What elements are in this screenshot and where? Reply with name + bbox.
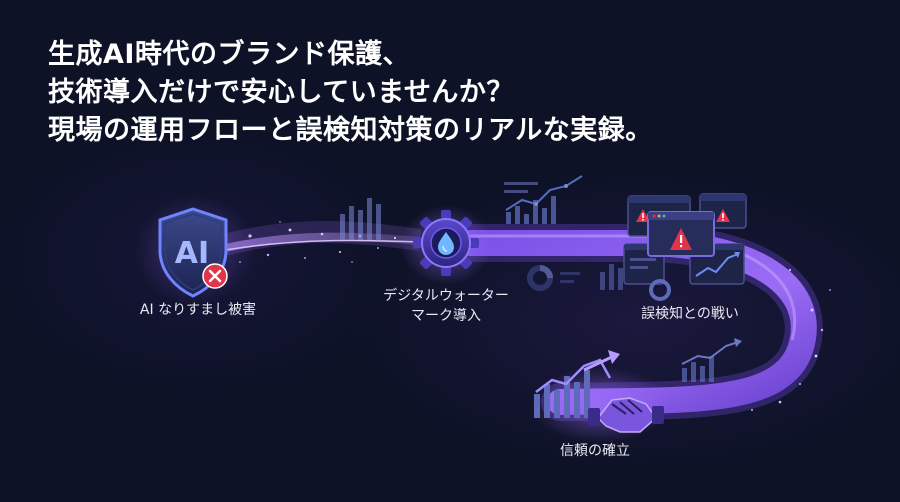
alert-windows-icon [623,193,747,301]
gear-droplet-icon [400,205,492,285]
headline: 生成AI時代のブランド保護、 技術導入だけで安心していませんか？ 現場の運用フロ… [48,36,653,150]
handshake-growth-icon [530,350,670,443]
label-trust: 信頼の確立 [540,441,650,461]
svg-text:AI: AI [175,236,209,271]
growth-chart-right [681,338,742,382]
bar-chart-right [600,264,623,290]
shield-ai-x-icon: AI [135,195,255,305]
headline-line-1: 生成AI時代のブランド保護、 [48,39,410,70]
bar-chart-left [340,198,381,240]
label-impersonation-text: AI なりすまし被害 [139,302,257,318]
headline-line-2: 技術導入だけで安心していませんか？ [48,77,514,108]
headline-line-3: 現場の運用フローと誤検知対策のリアルな実録。 [48,115,653,146]
label-watermark-line-1: デジタルウォーター [383,288,509,304]
label-false-positive-text: 誤検知との戦い [641,306,739,322]
line-chart-top [504,175,583,224]
label-false-positive: 誤検知との戦い [624,304,756,324]
label-watermark: デジタルウォーター マーク導入 [368,286,524,326]
label-impersonation: AI なりすまし被害 [128,300,268,320]
label-watermark-line-2: マーク導入 [411,308,481,324]
label-trust-text: 信頼の確立 [560,443,630,459]
donut-chart [527,265,580,291]
